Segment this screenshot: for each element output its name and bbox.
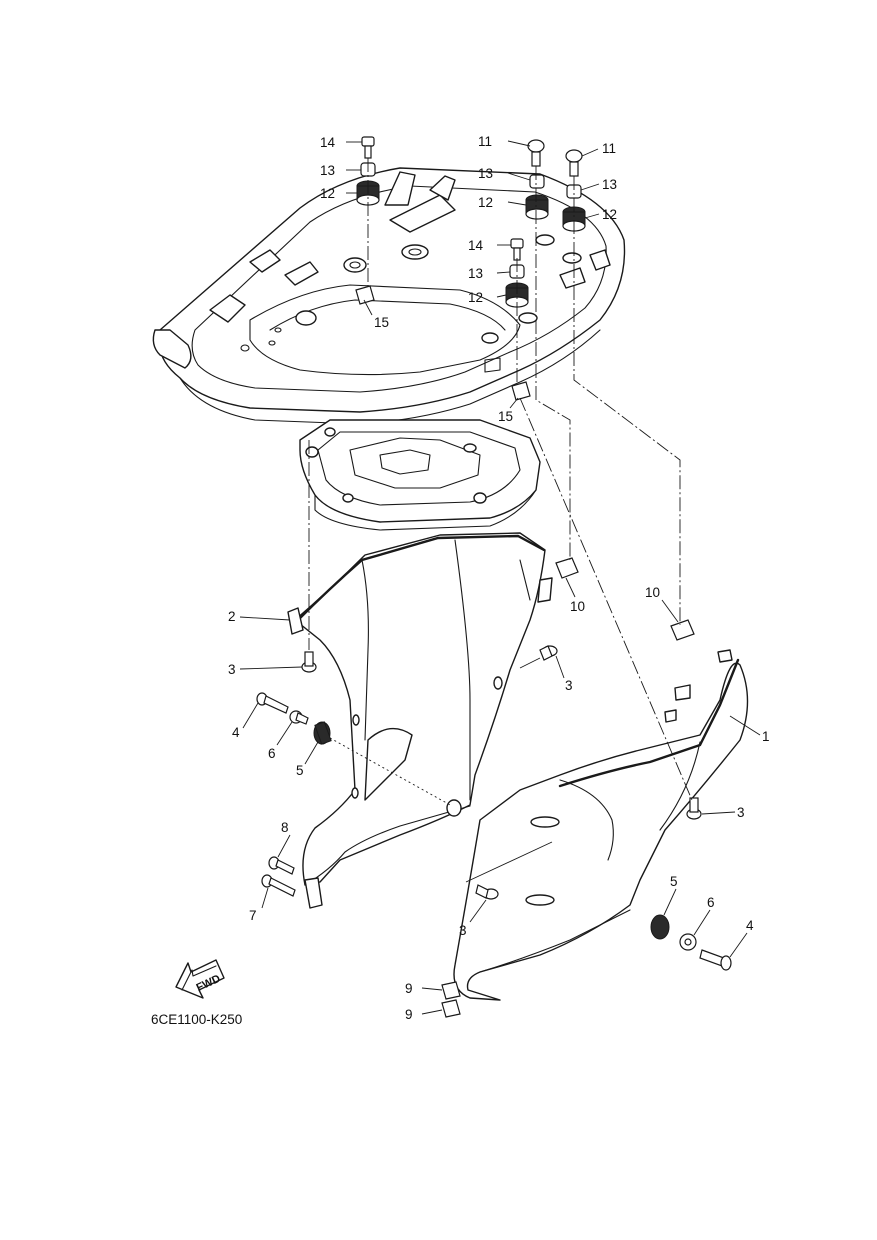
bolt-8	[268, 856, 295, 875]
grommet-12b	[525, 194, 549, 220]
fwd-arrow-icon: FWD	[175, 959, 225, 999]
callout-1: 1	[762, 729, 770, 744]
callout-3: 3	[565, 678, 573, 693]
callout-13: 13	[320, 163, 335, 178]
clip-10b	[670, 619, 695, 641]
callout-14: 14	[468, 238, 484, 253]
callout-2: 2	[228, 609, 236, 624]
left-cover	[287, 532, 553, 909]
callout-15: 15	[498, 409, 513, 424]
bolt-3a	[301, 651, 317, 673]
callout-12: 12	[478, 195, 493, 210]
callout-13: 13	[478, 166, 493, 181]
assembly-lines	[308, 158, 693, 883]
callout-4: 4	[232, 725, 240, 740]
leader-lines	[239, 140, 761, 1015]
nut-15b	[511, 381, 531, 401]
callout-7: 7	[249, 908, 257, 923]
bottom-cowling	[152, 167, 626, 425]
callout-9: 9	[405, 1007, 413, 1022]
callout-11: 11	[602, 141, 616, 156]
callout-12: 12	[320, 186, 335, 201]
callout-5: 5	[296, 763, 304, 778]
callout-10: 10	[570, 599, 585, 614]
callout-10: 10	[645, 585, 660, 600]
callout-11: 11	[478, 134, 492, 149]
screw-11b	[565, 149, 583, 177]
washer-6b	[679, 933, 697, 951]
bolt-7	[261, 874, 296, 897]
collar-13b	[529, 174, 545, 189]
callout-15: 15	[374, 315, 389, 330]
nut-15a	[355, 285, 375, 305]
callout-13: 13	[602, 177, 617, 192]
screw-14a	[361, 136, 375, 159]
callout-14: 14	[320, 135, 336, 150]
grommet-5a	[313, 721, 332, 745]
callouts: 14 13 12 15 11 11 13 13 12 12 14 13 12 1…	[228, 134, 770, 1022]
callout-6: 6	[707, 895, 715, 910]
engine-base	[299, 419, 541, 531]
nut-9a	[441, 981, 461, 1000]
callout-12: 12	[468, 290, 483, 305]
bolt-4a	[256, 692, 289, 714]
callout-4: 4	[746, 918, 754, 933]
callout-3: 3	[228, 662, 236, 677]
callout-8: 8	[281, 820, 289, 835]
bolt-3b	[539, 645, 558, 661]
callout-12: 12	[602, 207, 617, 222]
callout-6: 6	[268, 746, 276, 761]
callout-3: 3	[737, 805, 745, 820]
right-cover	[453, 649, 749, 1001]
bolt-3d	[475, 884, 499, 900]
callout-13: 13	[468, 266, 483, 281]
diagram-code: 6CE1100-K250	[151, 1012, 242, 1027]
nut-9b	[441, 999, 461, 1018]
screw-11a	[527, 139, 545, 167]
bolt-3c	[686, 797, 702, 820]
callout-3: 3	[459, 923, 467, 938]
callout-9: 9	[405, 981, 413, 996]
clip-10a	[555, 557, 579, 579]
grommet-5b	[650, 914, 670, 940]
hardware	[256, 136, 732, 1018]
washer-6a	[289, 710, 309, 725]
bolt-4b	[699, 949, 732, 971]
callout-5: 5	[670, 874, 678, 889]
